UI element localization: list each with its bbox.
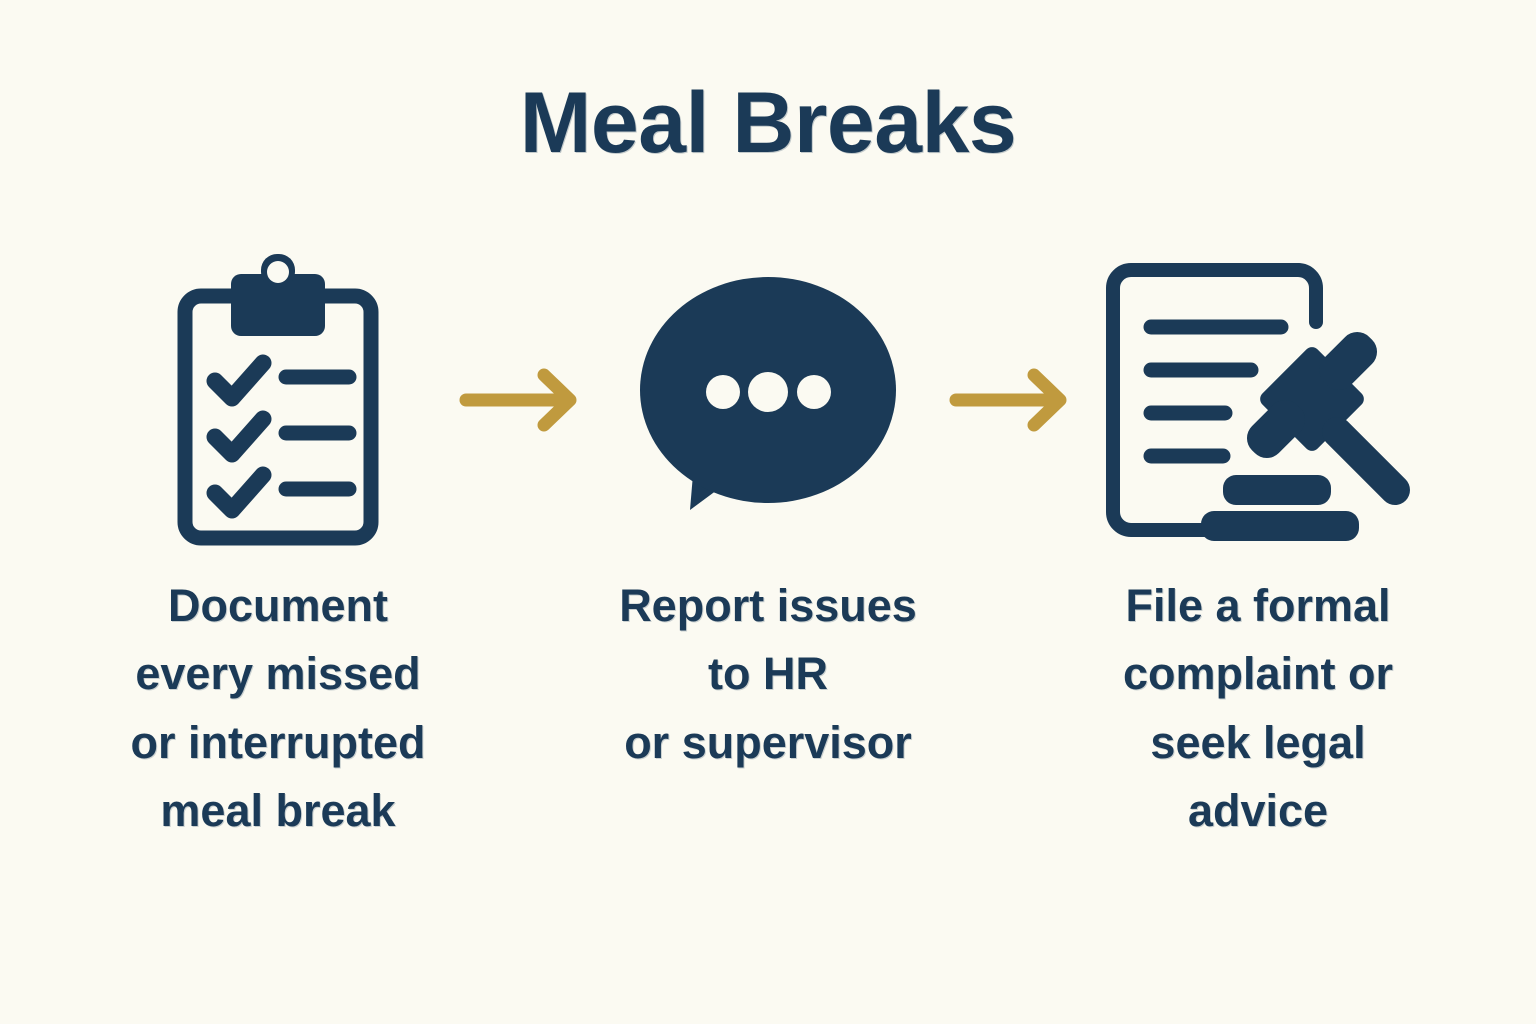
step-3-file-complaint: File a formal complaint or seek legal ad… [1078, 250, 1438, 846]
page-title: Meal Breaks [519, 75, 1017, 171]
arrow-2-wrap [948, 250, 1078, 550]
step-1-icon-wrap [153, 250, 403, 550]
caption-line: Report issues [619, 580, 917, 631]
caption-line: advice [1187, 785, 1329, 837]
caption-line: complaint or [1122, 648, 1394, 700]
steps-row: Document every missed or interrupted mea… [0, 250, 1536, 950]
clipboard-checklist-icon [177, 254, 379, 546]
step-1-caption: Document every missed or interrupted mea… [130, 572, 425, 846]
step-3-caption: File a formal complaint or seek legal ad… [1123, 572, 1393, 846]
arrow-1-wrap [458, 250, 588, 550]
arrow-right-icon [459, 368, 577, 432]
caption-line: Document [167, 580, 388, 631]
step-3-icon-wrap [1093, 250, 1423, 550]
step-2-caption: Report issues to HR or supervisor [619, 572, 917, 777]
caption-line: seek legal [1150, 716, 1366, 768]
step-1-document: Document every missed or interrupted mea… [98, 250, 458, 846]
document-gavel-icon [1106, 263, 1410, 541]
speech-bubble-icon [640, 277, 896, 510]
caption-line: or supervisor [624, 716, 912, 768]
caption-line: every missed [135, 648, 421, 700]
step-2-report: Report issues to HR or supervisor [588, 250, 948, 777]
caption-line: meal break [160, 785, 396, 837]
caption-line: File a formal [1125, 580, 1391, 631]
caption-line: or interrupted [130, 716, 426, 768]
step-2-icon-wrap [628, 250, 908, 550]
caption-line: to HR [708, 648, 828, 700]
arrow-right-icon [949, 368, 1067, 432]
